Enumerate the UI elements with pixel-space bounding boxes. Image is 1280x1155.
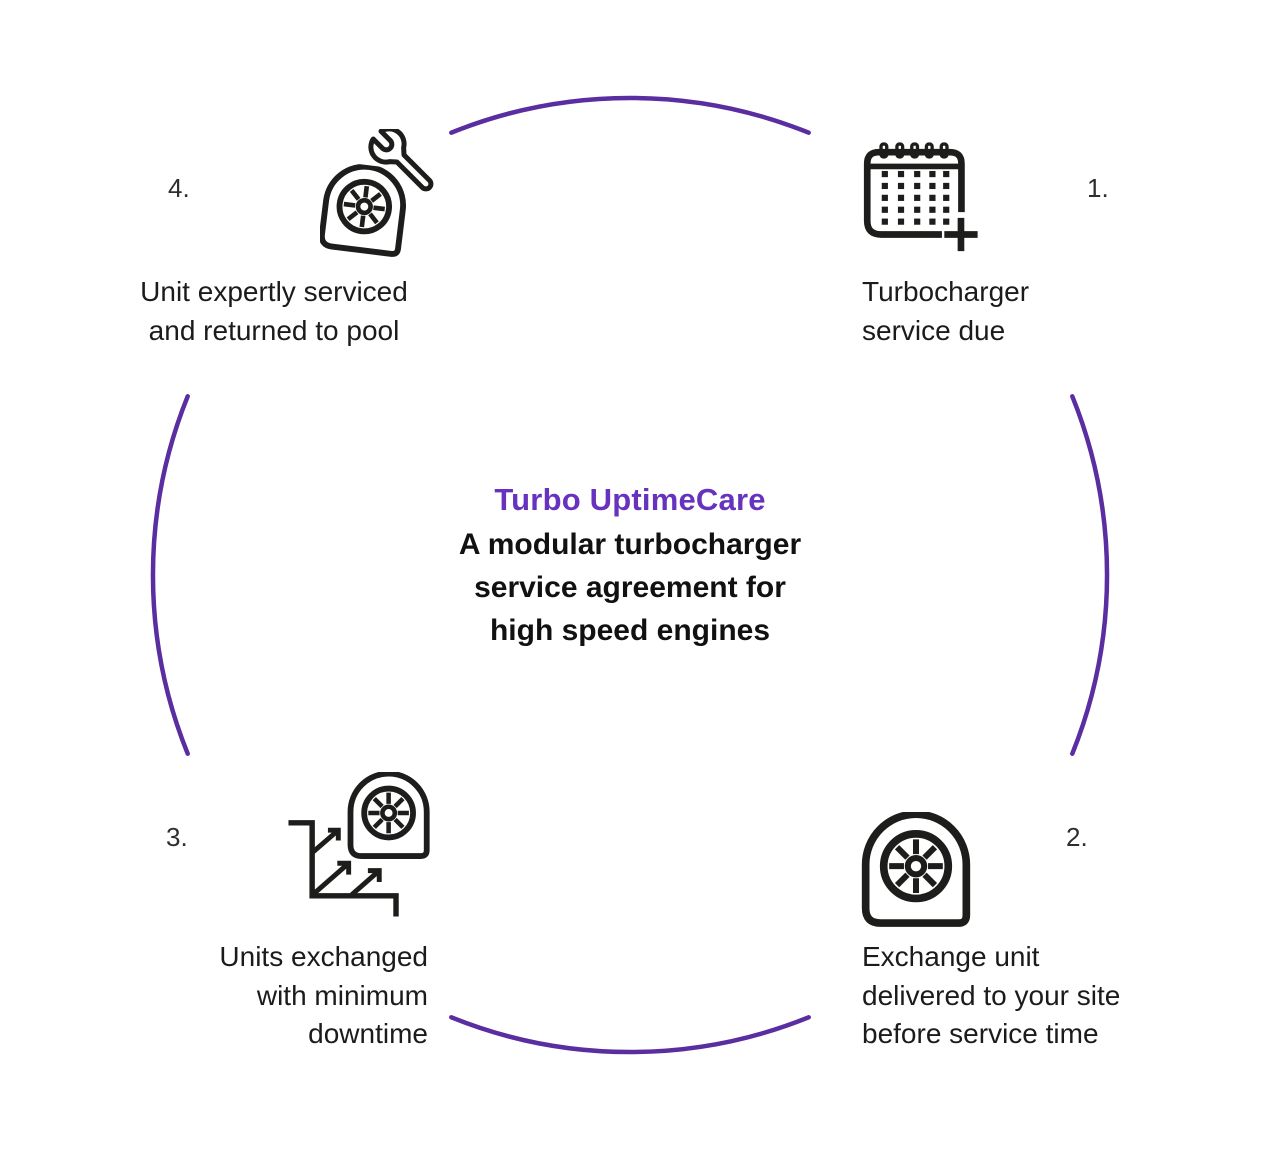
step-2-number: 2.	[1066, 822, 1088, 852]
arc-bottom	[449, 1015, 811, 1055]
step-4-number: 4.	[168, 173, 190, 203]
step-2-label: Exchange unit delivered to your site bef…	[862, 941, 1121, 1049]
step-4-label: Unit expertly serviced and returned to p…	[140, 276, 408, 346]
calendar-date-dots	[881, 170, 950, 225]
arc-left	[150, 394, 190, 756]
center-text-block: Turbo UptimeCare A modular turbocharger …	[330, 480, 930, 652]
subtitle-line: A modular turbocharger	[458, 528, 802, 561]
step-brackets	[288, 820, 399, 917]
turbocharger-wrench-icon	[320, 129, 434, 259]
subtitle-line: service agreement for	[474, 571, 786, 604]
arc-right	[1070, 394, 1110, 756]
step-1-label: Turbocharger service due	[862, 276, 1030, 346]
step-1-number: 1.	[1087, 173, 1109, 203]
diagram-subtitle: A modular turbocharger service agreement…	[330, 523, 930, 652]
diagram-title: Turbo UptimeCare	[494, 482, 766, 517]
subtitle-line: high speed engines	[489, 614, 771, 647]
calendar-binding-tabs	[879, 142, 949, 159]
step-3-label: Units exchanged with minimum downtime	[219, 941, 428, 1049]
arc-top	[449, 95, 811, 135]
calendar-service-due-icon	[863, 142, 978, 252]
exchange-arrows	[311, 827, 382, 897]
wrench-icon	[368, 129, 434, 192]
turbocharger-unit-icon	[861, 812, 971, 928]
plus-icon	[944, 217, 978, 252]
turbocharger-exchange-arrows-icon	[288, 766, 434, 917]
step-3-number: 3.	[166, 822, 188, 852]
